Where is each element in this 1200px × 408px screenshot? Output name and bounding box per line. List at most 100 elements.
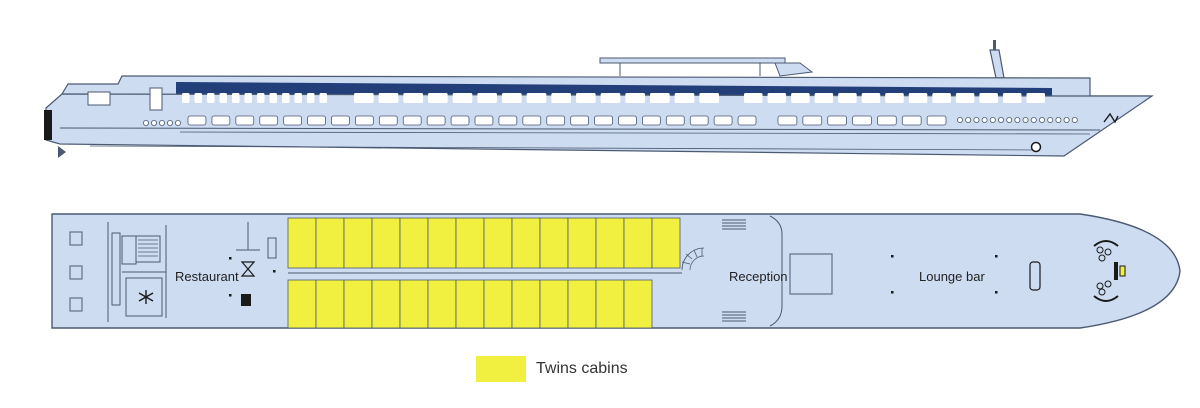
porthole bbox=[1063, 117, 1070, 124]
lounge-column-markers bbox=[891, 255, 998, 294]
side-window bbox=[838, 93, 857, 103]
side-window bbox=[885, 93, 904, 103]
twin-cabin bbox=[399, 217, 429, 269]
side-window bbox=[877, 115, 897, 126]
side-window bbox=[926, 115, 947, 126]
side-window bbox=[699, 93, 719, 103]
spiral-staircase-icon bbox=[681, 247, 705, 271]
twin-cabin bbox=[399, 279, 429, 329]
side-window bbox=[474, 115, 494, 126]
porthole bbox=[1030, 117, 1037, 124]
side-window bbox=[861, 93, 881, 103]
twin-cabin bbox=[623, 279, 653, 329]
side-window bbox=[744, 93, 763, 103]
side-window bbox=[282, 93, 290, 103]
twin-cabin bbox=[511, 217, 541, 269]
porthole bbox=[957, 117, 964, 124]
twin-cabin bbox=[595, 217, 625, 269]
side-window bbox=[207, 93, 215, 103]
restaurant-column-markers bbox=[229, 257, 276, 297]
twin-cabin bbox=[483, 279, 513, 329]
side-window bbox=[294, 93, 302, 103]
side-window bbox=[235, 115, 255, 126]
porthole bbox=[973, 117, 980, 124]
twin-cabin bbox=[287, 279, 317, 329]
side-window bbox=[1026, 93, 1045, 103]
porthole bbox=[998, 117, 1005, 124]
reception-label: Reception bbox=[729, 269, 788, 284]
side-window bbox=[522, 115, 542, 126]
twin-cabin bbox=[427, 279, 457, 329]
twin-cabin bbox=[595, 279, 625, 329]
porthole bbox=[965, 117, 972, 124]
porthole bbox=[989, 117, 996, 124]
side-window bbox=[477, 93, 497, 103]
side-window bbox=[932, 93, 951, 103]
side-window bbox=[650, 93, 670, 103]
side-window bbox=[600, 93, 621, 103]
side-window bbox=[257, 93, 265, 103]
side-window bbox=[901, 115, 922, 126]
side-window bbox=[767, 93, 787, 103]
legend-label-twins-cabins: Twins cabins bbox=[536, 360, 628, 377]
twin-cabin bbox=[483, 217, 513, 269]
side-window bbox=[502, 93, 522, 103]
side-window bbox=[428, 93, 448, 103]
side-window bbox=[618, 115, 637, 126]
legend: Twins cabins bbox=[476, 356, 628, 382]
twin-cabin bbox=[371, 217, 401, 269]
bow-seating-icons bbox=[1093, 240, 1126, 302]
twin-cabin bbox=[623, 217, 653, 269]
side-portholes bbox=[142, 117, 1078, 127]
side-window bbox=[570, 115, 589, 126]
porthole bbox=[150, 120, 157, 127]
twin-cabin bbox=[427, 217, 457, 269]
side-window bbox=[182, 93, 190, 103]
side-window bbox=[814, 93, 834, 103]
side-window bbox=[319, 93, 327, 103]
side-window bbox=[625, 93, 645, 103]
side-window bbox=[594, 115, 613, 126]
snowflake-icon bbox=[138, 290, 154, 304]
porthole bbox=[166, 120, 173, 127]
side-window bbox=[211, 115, 231, 126]
stern-block bbox=[44, 110, 52, 140]
side-window bbox=[551, 93, 571, 103]
porthole bbox=[1039, 117, 1046, 124]
reception-details bbox=[722, 215, 833, 327]
side-window bbox=[283, 115, 302, 126]
twin-cabin bbox=[651, 217, 681, 269]
side-window bbox=[713, 115, 733, 126]
bow-mark-icon bbox=[1103, 112, 1119, 124]
sun-deck-canopy bbox=[599, 57, 814, 77]
side-window bbox=[777, 115, 798, 126]
side-windows-lower bbox=[187, 115, 947, 126]
side-window bbox=[244, 93, 252, 103]
porthole bbox=[1014, 117, 1021, 124]
side-window bbox=[331, 115, 350, 126]
side-window bbox=[402, 115, 422, 126]
stern-door bbox=[149, 87, 163, 111]
twin-cabin bbox=[371, 279, 401, 329]
porthole bbox=[174, 120, 181, 127]
side-window bbox=[232, 93, 240, 103]
stern-rooms bbox=[69, 222, 167, 322]
side-window bbox=[403, 93, 423, 103]
porthole bbox=[1006, 117, 1013, 124]
side-window bbox=[307, 93, 315, 103]
side-window bbox=[791, 93, 810, 103]
side-window bbox=[269, 93, 277, 103]
porthole bbox=[1047, 117, 1054, 124]
side-window bbox=[259, 115, 279, 126]
side-window bbox=[689, 115, 709, 126]
side-window bbox=[546, 115, 566, 126]
side-window bbox=[852, 115, 872, 126]
cabins-lower-row bbox=[287, 279, 653, 329]
legend-swatch-twins-cabins bbox=[476, 356, 526, 382]
twin-cabin bbox=[455, 217, 485, 269]
ship-side-view bbox=[44, 40, 1154, 158]
side-windows-upper bbox=[182, 93, 1045, 103]
porthole bbox=[142, 120, 149, 127]
side-window bbox=[378, 115, 398, 126]
